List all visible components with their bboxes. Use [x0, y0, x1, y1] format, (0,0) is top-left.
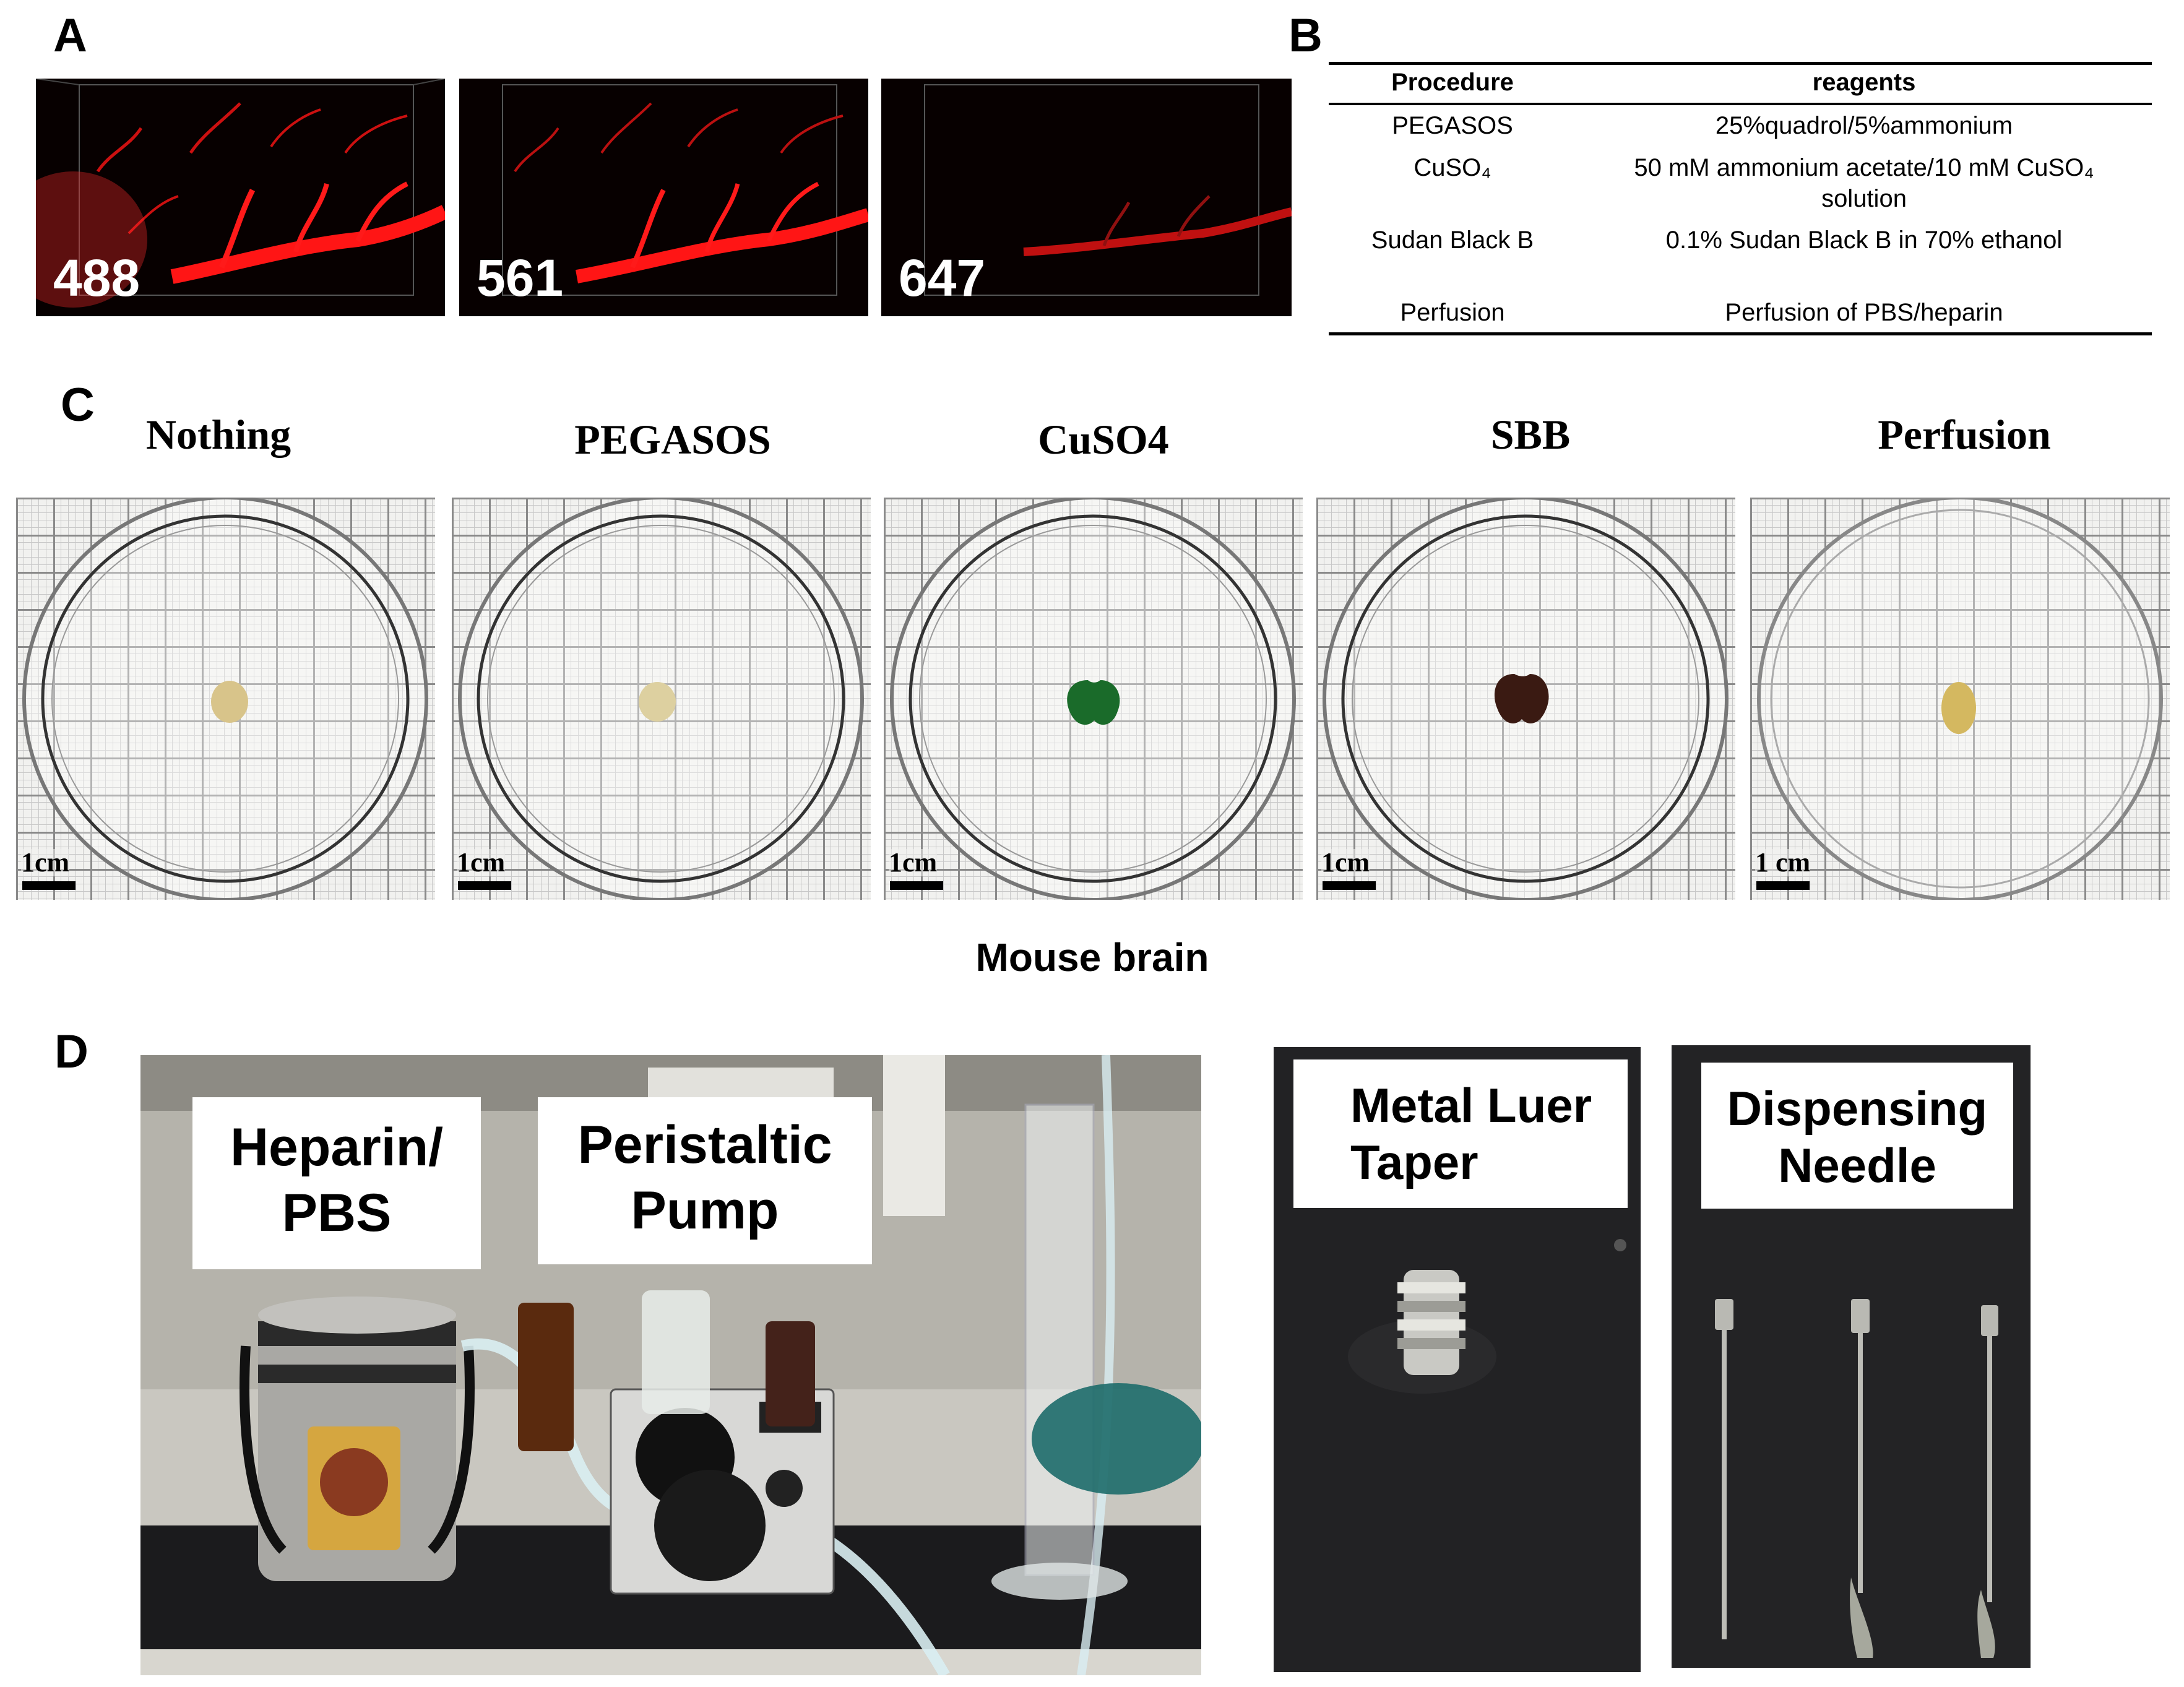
table-bottom-rule — [1329, 332, 2152, 335]
lightsheet-image-561: 561 — [459, 79, 868, 316]
table-cell-reagent: 0.1% Sudan Black B in 70% ethanol — [1665, 227, 2063, 254]
wavelength-label: 561 — [477, 249, 564, 307]
wavelength-label: 647 — [899, 249, 986, 307]
condition-title-pegasos: PEGASOS — [574, 416, 771, 463]
scale-bar-label: 1cm — [1321, 847, 1370, 878]
petri-dish-photo-perfusion: 1 cm — [1750, 498, 2170, 900]
vessel-render — [924, 84, 1292, 296]
table-cell-procedure: PEGASOS — [1392, 112, 1513, 139]
wavelength-label: 488 — [53, 249, 140, 307]
label-line: PBS — [282, 1183, 392, 1243]
scale-bar-label: 1cm — [457, 847, 506, 878]
vessel-render — [502, 84, 868, 296]
lightsheet-image-647: 647 — [881, 79, 1292, 316]
label-line: Metal Luer — [1350, 1078, 1592, 1133]
metal-luer-taper-photo: Metal Luer Taper — [1274, 1047, 1641, 1672]
scale-bar-label: 1cm — [21, 847, 70, 878]
petri-dish-photo-sbb: 1cm — [1316, 498, 1735, 900]
panel-letter-a: A — [53, 9, 87, 62]
needle-scene — [1715, 1299, 1998, 1658]
vessel-render — [36, 79, 445, 308]
petri-dish-rings — [890, 498, 1296, 900]
label-line: Needle — [1778, 1138, 1936, 1193]
table-cell-procedure: Sudan Black B — [1371, 227, 1534, 254]
label-line: Dispensing — [1727, 1081, 1988, 1136]
table-cell-reagent: 25%quadrol/5%ammonium — [1715, 112, 2013, 139]
heparin-pbs-label: Heparin/ PBS — [192, 1097, 481, 1269]
metal-luer-taper-label: Metal Luer Taper — [1293, 1059, 1628, 1208]
petri-dish-photo-pegasos: 1cm — [452, 498, 871, 900]
brain-sample — [1494, 674, 1549, 723]
table-top-rule — [1329, 62, 2152, 65]
brain-sample — [639, 682, 676, 722]
scale-bar — [1756, 881, 1810, 890]
table-header-rule — [1329, 103, 2152, 105]
table-cell-procedure: Perfusion — [1400, 299, 1505, 326]
petri-dish-rings — [22, 498, 428, 900]
label-line: Pump — [631, 1181, 779, 1240]
condition-title-perfusion: Perfusion — [1878, 411, 2051, 458]
panel-c-caption: Mouse brain — [975, 935, 1209, 980]
luer-taper-scene — [1348, 1239, 1626, 1394]
panel-letter-c: C — [61, 379, 95, 431]
table-header-reagents: reagents — [1812, 69, 1916, 96]
petri-dish-photo-cuso4: 1cm — [884, 498, 1303, 900]
condition-title-sbb: SBB — [1490, 411, 1571, 458]
lightsheet-image-488: 488 — [36, 79, 445, 316]
panel-letter-d: D — [54, 1025, 88, 1078]
table-cell-procedure: CuSO₄ — [1414, 154, 1491, 181]
scale-bar — [22, 881, 76, 890]
brain-sample — [1067, 680, 1120, 725]
scale-bar — [890, 881, 943, 890]
condition-title-cuso4: CuSO4 — [1038, 416, 1169, 463]
scale-bar-label: 1 cm — [1755, 847, 1811, 878]
scale-bar-label: 1cm — [889, 847, 938, 878]
dispensing-needle-photo: Dispensing Needle — [1672, 1045, 2031, 1668]
reagents-table: Procedure reagents PEGASOS 25%quadrol/5%… — [1329, 62, 2152, 337]
petri-dish-rings — [1323, 498, 1729, 900]
perfusion-setup-photo: Heparin/ PBS Peristaltic Pump — [140, 1055, 1201, 1675]
peristaltic-pump-label: Peristaltic Pump — [538, 1097, 872, 1264]
brain-sample — [211, 681, 248, 723]
brain-sample — [1941, 682, 1976, 734]
dispensing-needle-label: Dispensing Needle — [1701, 1063, 2013, 1209]
table-cell-reagent-continued: solution — [1821, 185, 1907, 212]
scale-bar — [1323, 881, 1376, 890]
table-header-procedure: Procedure — [1391, 69, 1514, 96]
petri-dish-rings — [458, 498, 864, 900]
table-cell-reagent: 50 mM ammonium acetate/10 mM CuSO₄ — [1634, 154, 2094, 181]
label-line: Heparin/ — [230, 1118, 444, 1177]
panel-letter-b: B — [1288, 9, 1323, 62]
condition-title-nothing: Nothing — [145, 411, 291, 458]
label-line: Peristaltic — [577, 1115, 832, 1175]
label-line: Taper — [1350, 1135, 1478, 1189]
petri-dish-photo-nothing: 1cm — [16, 498, 435, 900]
petri-dish-rings — [1757, 498, 2163, 900]
table-cell-reagent: Perfusion of PBS/heparin — [1725, 299, 2003, 326]
scale-bar — [458, 881, 511, 890]
